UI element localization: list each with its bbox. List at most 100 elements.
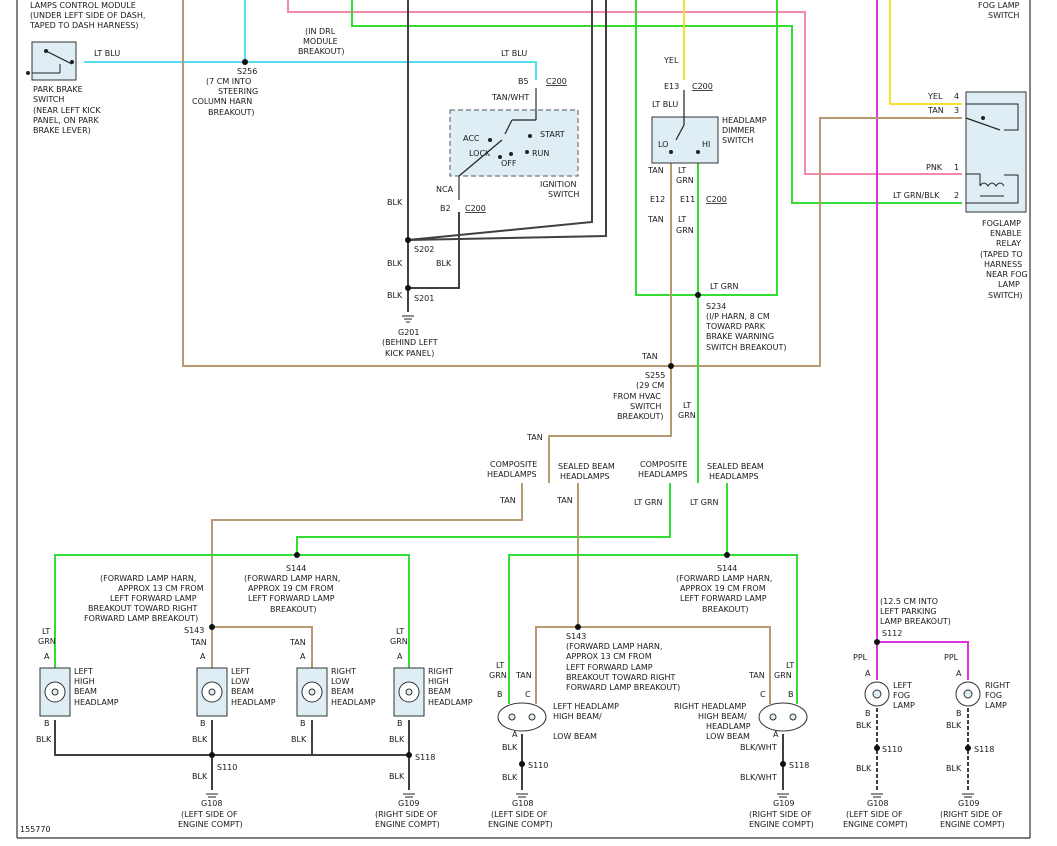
lt-label-2: LT <box>678 215 686 224</box>
labels: LAMPS CONTROL MODULE (UNDER LEFT SIDE OF… <box>20 1 1028 834</box>
s144-right-note-4: BREAKOUT) <box>702 605 749 614</box>
sealed-label-2b: HEADLAMPS <box>709 472 759 481</box>
tan-loop-wire <box>182 0 962 367</box>
rf-pin-a: A <box>956 669 962 678</box>
ignition-run: RUN <box>532 149 549 158</box>
blk-label-1: BLK <box>387 198 403 207</box>
s143-right-note-1: (FORWARD LAMP HARN, <box>566 642 662 651</box>
relay-pin-2: 2 <box>954 191 959 200</box>
park-brake-label-4: PANEL, ON PARK <box>33 116 100 125</box>
ground-g109-b <box>777 793 789 798</box>
s144-left-note-2: APPROX 19 CM FROM <box>248 584 334 593</box>
ll-pin-b: B <box>200 719 206 728</box>
drl-note-3: BREAKOUT) <box>298 47 345 56</box>
ground-g108-a <box>206 793 218 798</box>
lt-grn-label-comp: LT GRN <box>634 498 663 507</box>
yel-wire-relay <box>889 0 962 105</box>
pnk-label: PNK <box>926 163 943 172</box>
park-brake-label-5: BRAKE LEVER) <box>33 126 91 135</box>
lamps-module-note-2: (UNDER LEFT SIDE OF DASH, <box>30 11 145 20</box>
s112-note-1: (12.5 CM INTO <box>880 597 938 606</box>
ignition-title-2: SWITCH <box>548 190 579 199</box>
s110-right-label: S110 <box>882 745 902 754</box>
relay-label-1: FOGLAMP <box>982 219 1021 228</box>
park-brake-label-1: PARK BRAKE <box>33 85 83 94</box>
rf-blk: BLK <box>946 721 962 730</box>
s256-note-3: COLUMN HARN <box>192 97 252 106</box>
s144-right-label: S144 <box>717 564 737 573</box>
c200-label-3: C200 <box>692 82 713 91</box>
rl-pin-b: B <box>300 719 306 728</box>
foglamp-enable-relay <box>965 91 1027 213</box>
s201-label: S201 <box>414 294 434 303</box>
sr-blk-wht: BLK/WHT <box>740 743 777 752</box>
s144-left-label: S144 <box>286 564 306 573</box>
relay-label-4: (TAPED TO <box>980 250 1023 259</box>
e11-label: E11 <box>680 195 695 204</box>
composite-label-1b: HEADLAMPS <box>487 470 537 479</box>
ground-g109-a <box>403 793 415 798</box>
s143-left-note-5: FORWARD LAMP BREAKOUT) <box>84 614 198 623</box>
sr-tan-label: TAN <box>748 671 765 680</box>
lh-pin-a: A <box>44 652 50 661</box>
g108-note-2b: ENGINE COMPT) <box>488 820 553 829</box>
right-sealed-label-1: RIGHT HEADLAMP <box>674 702 746 711</box>
headlamp-dimmer-switch <box>651 90 719 164</box>
drl-note-2: MODULE <box>303 37 338 46</box>
ll-pin-a: A <box>200 652 206 661</box>
nca-label: NCA <box>436 185 454 194</box>
lt-grn-relay-wire <box>351 0 962 204</box>
s255-label: S255 <box>645 371 665 380</box>
ground-g109-c <box>962 793 974 798</box>
s143-right-label: S143 <box>566 632 586 641</box>
ignition-start: START <box>540 130 565 139</box>
right-high-label-4: HEADLAMP <box>428 698 473 707</box>
park-brake-switch <box>26 41 77 81</box>
composite-left-wires <box>54 483 671 668</box>
s202-label: S202 <box>414 245 434 254</box>
composite-left-ground <box>54 720 410 790</box>
right-fog-lamp-symbol <box>955 681 981 707</box>
g109-note-2b: ENGINE COMPT) <box>749 820 814 829</box>
splice-dots <box>209 59 971 767</box>
s234-note-1: (I/P HARN, 8 CM <box>706 312 770 321</box>
composite-label-1a: COMPOSITE <box>490 460 537 469</box>
lh-grn-label: GRN <box>38 637 56 646</box>
fog-switch-note-1: FOG LAMP <box>978 1 1020 10</box>
lh-blk: BLK <box>36 735 52 744</box>
blk-label-2: BLK <box>387 259 403 268</box>
tan-label-relay: TAN <box>927 106 944 115</box>
g201-note-2: KICK PANEL) <box>385 349 434 358</box>
rh-lt-label: LT <box>396 627 404 636</box>
rh-pin-b: B <box>397 719 403 728</box>
c200-label-2: C200 <box>465 204 486 213</box>
lf-pin-b: B <box>865 709 871 718</box>
rl-pin-a: A <box>300 652 306 661</box>
left-low-beam-headlamp-symbol <box>196 667 228 717</box>
dimmer-output-wires <box>548 160 699 483</box>
right-fog-label-3: LAMP <box>985 701 1007 710</box>
right-sealed-label-2: HIGH BEAM/ <box>698 712 747 721</box>
s256-note-4: BREAKOUT) <box>208 108 255 117</box>
lt-blu-label-3: LT BLU <box>652 100 678 109</box>
lt-grn-blk-label: LT GRN/BLK <box>893 191 940 200</box>
s144-left-note-1: (FORWARD LAMP HARN, <box>244 574 340 583</box>
diagram-frame <box>16 0 1031 839</box>
s144-right-note-3: LEFT FORWARD LAMP <box>680 594 767 603</box>
relay-label-2: ENABLE <box>990 229 1022 238</box>
lt-grn-label-s234: LT GRN <box>710 282 739 291</box>
figure-id: 155770 <box>20 825 51 834</box>
s255-note-1: (29 CM <box>636 381 664 390</box>
relay-label-8: SWITCH) <box>988 291 1023 300</box>
left-low-label-1: LEFT <box>231 667 250 676</box>
relay-label-7: LAMP <box>998 280 1020 289</box>
s255-note-2: FROM HVAC <box>613 392 661 401</box>
s118-left-label: S118 <box>415 753 435 762</box>
rf-pin-b: B <box>956 709 962 718</box>
ignition-off: OFF <box>501 159 517 168</box>
sl-pin-b: B <box>497 690 503 699</box>
yel-label-1: YEL <box>663 56 679 65</box>
sr-grn-label: GRN <box>774 671 792 680</box>
s110-center-label: S110 <box>528 761 548 770</box>
e13-label: E13 <box>664 82 679 91</box>
